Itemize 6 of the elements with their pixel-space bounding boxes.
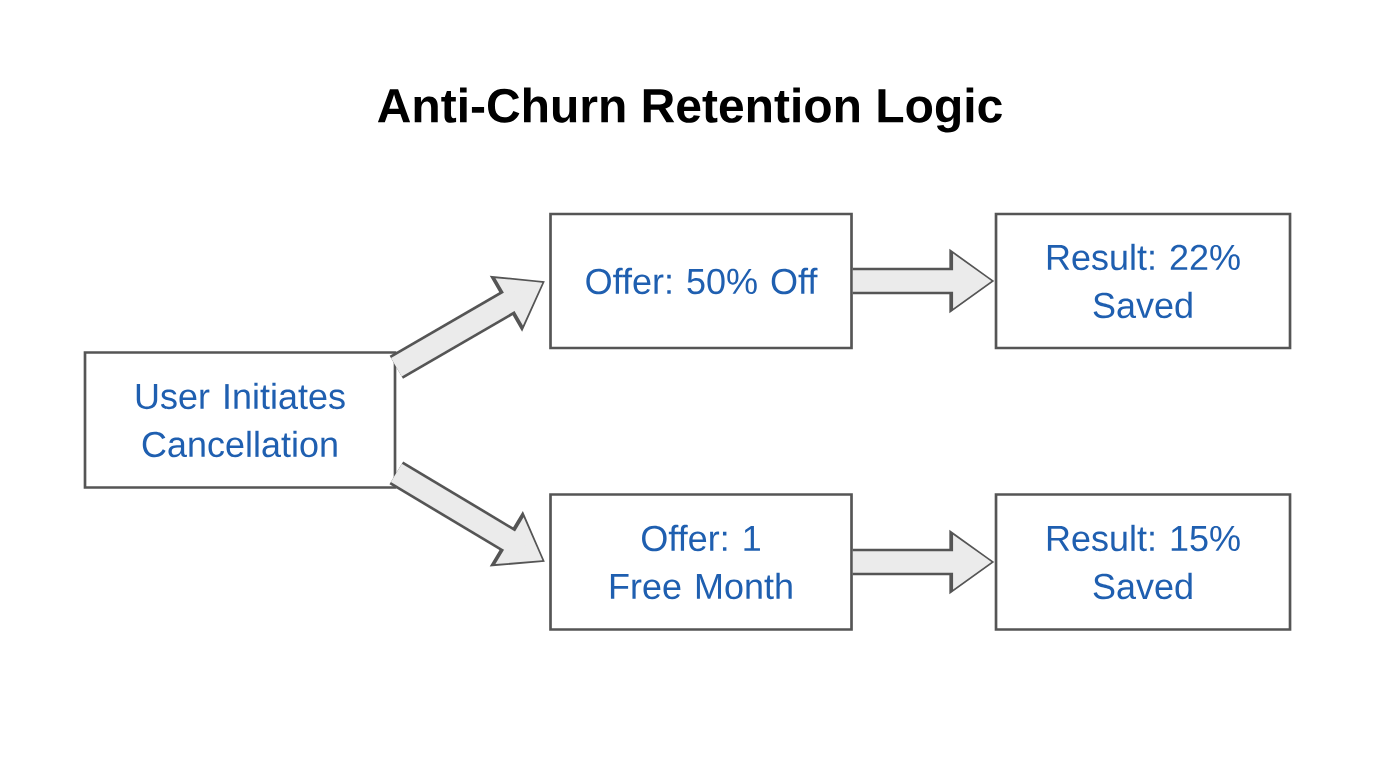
process-box: Offer: 1 Free Month [549,493,853,631]
title: Anti-Churn Retention Logic [377,87,1002,133]
process-box: Result: 15% Saved [994,493,1292,631]
process-box: User Initiates Cancellation [83,351,397,489]
process-box: Result: 22% Saved [994,212,1292,350]
process-box: Offer: 50% Off [549,212,853,350]
